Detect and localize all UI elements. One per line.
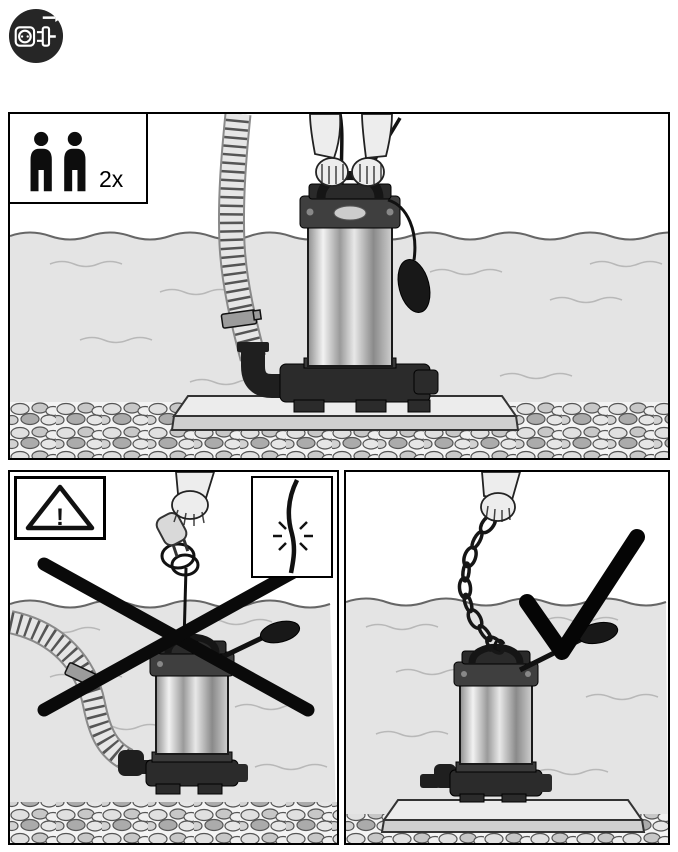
cable-strain-icon [273,478,313,574]
waterline [10,599,331,609]
float-switch [397,259,431,313]
discharge-hose [217,114,269,362]
discharge-hose [10,610,134,771]
hand-holding-chain [480,472,521,523]
hose-flange [237,342,269,352]
disconnect-mains-plug-icon [8,8,64,64]
pump-cylinder [307,223,393,367]
panel-correct-lifting-by-chain [344,470,670,845]
submersible-pump [145,633,248,795]
float-arm [214,633,268,663]
two-person-requirement-box: 2x [10,114,148,204]
rocks [10,802,337,843]
person-count-label: 2x [99,166,124,192]
warning-box: ! [14,476,106,540]
lifting-chain [457,513,505,655]
panel-lowering-pump: 2x [8,112,670,460]
check-mark-icon [519,529,645,660]
warning-exclamation: ! [56,504,64,531]
hose-clamp [220,309,263,329]
correct-lifting-illustration [346,472,668,843]
warning-triangle-icon: ! [25,484,95,531]
concrete-slab [380,799,646,833]
mains-plug [155,512,190,558]
wrong-lifting-illustration [10,472,337,843]
submersible-pump [420,638,552,803]
hand-holding-cable [155,472,215,643]
waterline [346,597,667,607]
cable-strain-inset [251,476,333,578]
plug-glyph [36,26,56,47]
pump-cylinder [155,673,229,755]
two-person-icon [30,131,86,192]
icon-circle [8,8,64,64]
pump-handle [316,171,384,199]
lowering-pump-illustration [10,114,668,458]
cross-x-icon [37,557,315,717]
arrow-right-icon [42,13,63,22]
socket-glyph [14,26,36,47]
submersible-pump [279,171,439,413]
outlet-elbow [241,352,302,398]
float-switch [259,620,301,644]
hands [309,114,393,187]
panel-wrong-lifting-by-cable: ! [8,470,339,845]
pump-nameplate [333,205,367,221]
pump-cylinder [459,683,533,765]
